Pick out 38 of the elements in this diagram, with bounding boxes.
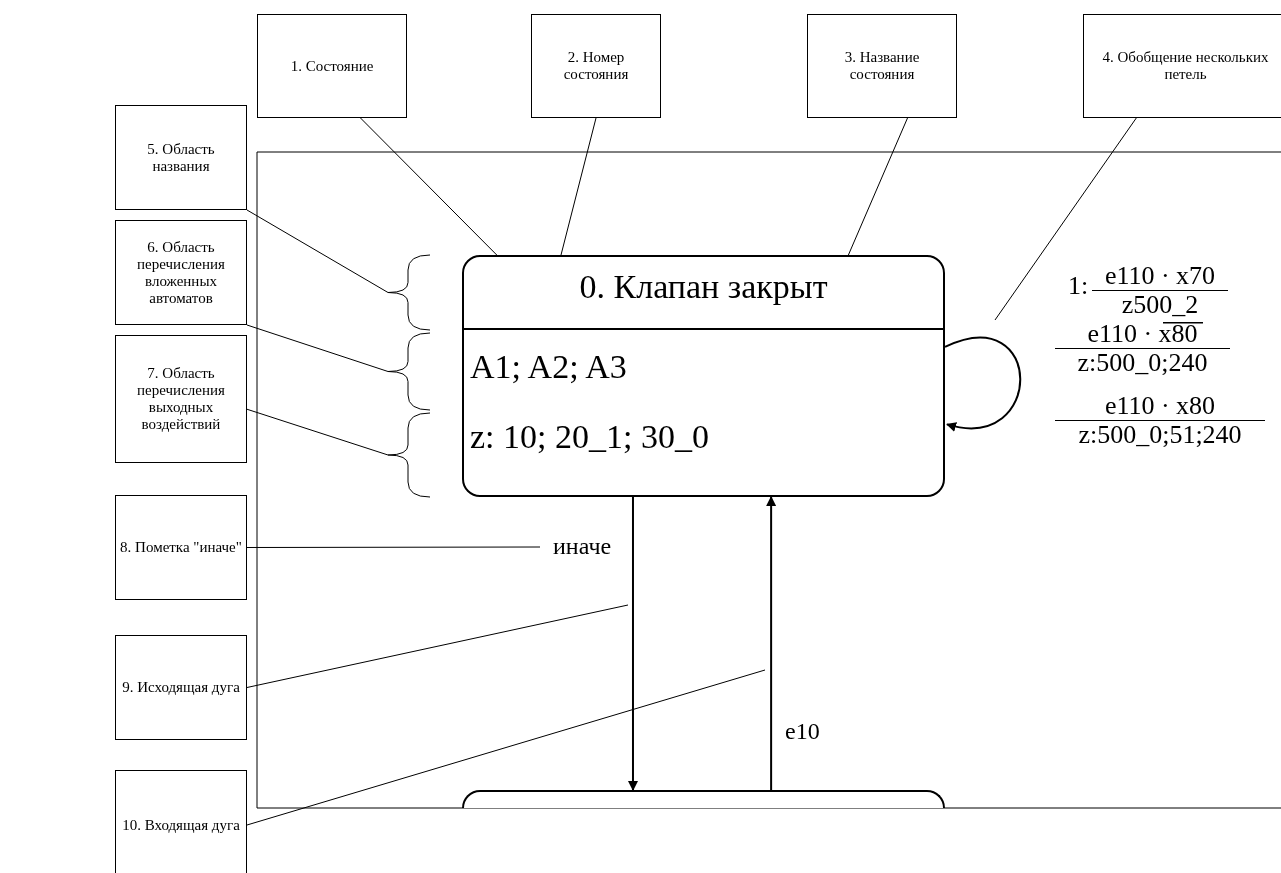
arrow bbox=[628, 496, 638, 791]
callout-box: 4. Обобщение нескольких петель bbox=[1083, 14, 1281, 118]
callout-box: 5. Область названия bbox=[115, 105, 247, 210]
state-text: A1; A2; A3 bbox=[470, 347, 627, 387]
leader-line bbox=[246, 604, 629, 688]
loop-arrow bbox=[944, 337, 1022, 431]
output-actions: z500_2 bbox=[1120, 291, 1200, 319]
callout-box: 7. Область перечисления выходных воздействий bbox=[115, 335, 247, 463]
output-actions: z:500_0;240 bbox=[1076, 349, 1209, 377]
callout-box: 3. Название состояния bbox=[807, 14, 957, 118]
condition-formula: e110 · x80 bbox=[1055, 392, 1265, 421]
curly-brace bbox=[387, 254, 431, 331]
leader-line bbox=[246, 669, 766, 826]
leader-line bbox=[246, 546, 541, 548]
leader-line bbox=[246, 324, 389, 372]
state-box bbox=[462, 255, 945, 497]
callout-box: 2. Номер состояния bbox=[531, 14, 661, 118]
curly-brace bbox=[387, 332, 431, 411]
arrow bbox=[766, 496, 777, 791]
callout-box: 8. Пометка "иначе" bbox=[115, 495, 247, 600]
leader-line bbox=[246, 209, 389, 293]
leader-line bbox=[847, 117, 908, 256]
output-actions: z:500_0;51;240 bbox=[1077, 421, 1243, 449]
leader-line bbox=[360, 117, 498, 256]
callout-box: 6. Область перечисления вложенных автоматов bbox=[115, 220, 247, 325]
condition-formula: e110 · x70 bbox=[1092, 262, 1228, 291]
state-title: 0. Клапан закрыт bbox=[578, 267, 829, 307]
leader-line bbox=[246, 408, 389, 456]
state-box bbox=[462, 790, 945, 808]
condition-formula: e110 · x80 bbox=[1055, 320, 1230, 349]
curly-brace bbox=[387, 412, 431, 498]
transition-number: 1: bbox=[1068, 272, 1089, 300]
leader-line bbox=[994, 117, 1137, 321]
leader-line bbox=[560, 117, 597, 256]
callout-box: 1. Состояние bbox=[257, 14, 407, 118]
callout-box: 10. Входящая дуга bbox=[115, 770, 247, 873]
callout-box: 9. Исходящая дуга bbox=[115, 635, 247, 740]
state-text: z: 10; 20_1; 30_0 bbox=[470, 417, 709, 457]
